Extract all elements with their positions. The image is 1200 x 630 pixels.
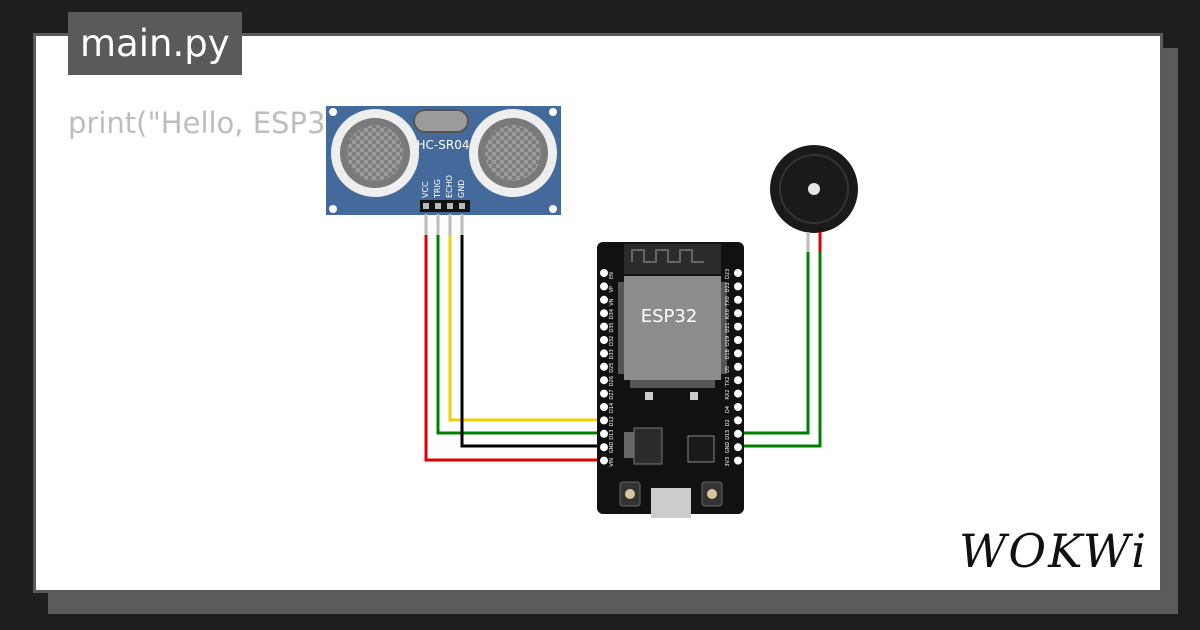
pin-label-d25: D25 [609, 363, 615, 373]
pin-label-d21: D21 [725, 322, 731, 332]
pin-label-d23: D23 [725, 269, 731, 279]
pin-label-d35: D35 [609, 322, 615, 332]
pin-label-rx0: RX0 [725, 309, 731, 319]
pin-label-d34: D34 [609, 309, 615, 319]
esp32-board[interactable]: ESP32 ENVPVND34D35D32D33D25D26D27D14D12D… [597, 242, 744, 518]
pin-d14[interactable] [600, 403, 608, 411]
pin-tx2[interactable] [734, 376, 742, 385]
pin-label-en: EN [609, 272, 615, 279]
pin-label-d15: D15 [725, 430, 731, 440]
transducer-right [469, 109, 557, 197]
wire-vcc [424, 235, 604, 462]
pin-vn[interactable] [600, 295, 608, 304]
esp32-label: ESP32 [641, 306, 698, 327]
pin-label-d26: D26 [609, 376, 615, 386]
pin-gnd[interactable] [734, 443, 742, 452]
pin-label-3v3: 3V3 [725, 457, 731, 467]
pin-d5[interactable] [734, 362, 742, 371]
pin-label-gnd: GND [609, 442, 615, 454]
pin-label-vin: VIN [609, 458, 615, 467]
wire-trig [436, 235, 604, 435]
pin-d4[interactable] [734, 403, 742, 411]
pin-d34[interactable] [600, 309, 608, 318]
pin-label-d27: D27 [609, 389, 615, 399]
pin-label-d5: D5 [725, 366, 731, 373]
pin-rx0[interactable] [734, 309, 742, 318]
buzzer[interactable] [770, 145, 858, 252]
pin-label-gnd: GND [457, 180, 466, 198]
pin-d19[interactable] [734, 336, 742, 344]
wire-gnd [460, 235, 604, 448]
transducer-left [331, 109, 419, 197]
wire-echo [448, 235, 604, 422]
ultrasonic-sensor[interactable]: HC-SR04 VCC TRIG ECHO GND [326, 106, 561, 215]
pin-d13[interactable] [600, 429, 608, 438]
pin-d35[interactable] [600, 322, 608, 331]
pin-label-d4: D4 [725, 406, 731, 413]
pin-label-tx0: TX0 [725, 296, 731, 307]
pin-rx2[interactable] [734, 389, 742, 398]
wokwi-logo: WOKWi [959, 524, 1148, 578]
pin-label-vp: VP [609, 286, 615, 292]
sensor-wires[interactable] [424, 214, 604, 462]
pin-vp[interactable] [600, 282, 608, 291]
wire-buzzer-2 [738, 252, 822, 448]
sensor-model-label: HC-SR04 [417, 138, 470, 152]
pin-label-d19: D19 [725, 336, 731, 346]
pin-d18[interactable] [734, 349, 742, 358]
pin-label-vn: VN [609, 298, 615, 305]
pin-d22[interactable] [734, 282, 742, 291]
pin-label-d18: D18 [725, 349, 731, 359]
pin-label-d22: D22 [725, 282, 731, 292]
buzzer-wires[interactable] [738, 252, 822, 448]
pin-label-echo: ECHO [445, 175, 454, 198]
pin-d33[interactable] [600, 349, 608, 358]
pin-d23[interactable] [734, 269, 742, 277]
pin-d32[interactable] [600, 336, 608, 344]
pin-label-d14: D14 [609, 403, 615, 413]
pin-label-vcc: VCC [421, 181, 430, 198]
pin-d27[interactable] [600, 389, 608, 398]
pin-tx0[interactable] [734, 295, 742, 304]
file-tab-main[interactable]: main.py [68, 12, 242, 75]
pin-label-d12: D12 [609, 416, 615, 426]
pin-label-d13: D13 [609, 430, 615, 440]
pin-vin[interactable] [600, 456, 608, 465]
pin-label-rx2: RX2 [725, 390, 731, 400]
pin-en[interactable] [600, 269, 608, 277]
pin-gnd[interactable] [600, 443, 608, 452]
pin-label-tx2: TX2 [725, 377, 731, 388]
pin-label-d33: D33 [609, 349, 615, 359]
pin-d2[interactable] [734, 416, 742, 425]
pin-label-trig: TRIG [433, 179, 442, 199]
pin-d12[interactable] [600, 416, 608, 425]
pin-d26[interactable] [600, 376, 608, 385]
pin-label-d2: D2 [725, 419, 731, 426]
wire-buzzer-1 [738, 252, 810, 435]
pin-d25[interactable] [600, 362, 608, 371]
pin-3v3[interactable] [734, 456, 742, 465]
pin-d21[interactable] [734, 322, 742, 331]
pin-label-gnd: GND [725, 442, 731, 454]
pin-d15[interactable] [734, 429, 742, 438]
pin-label-d32: D32 [609, 336, 615, 346]
